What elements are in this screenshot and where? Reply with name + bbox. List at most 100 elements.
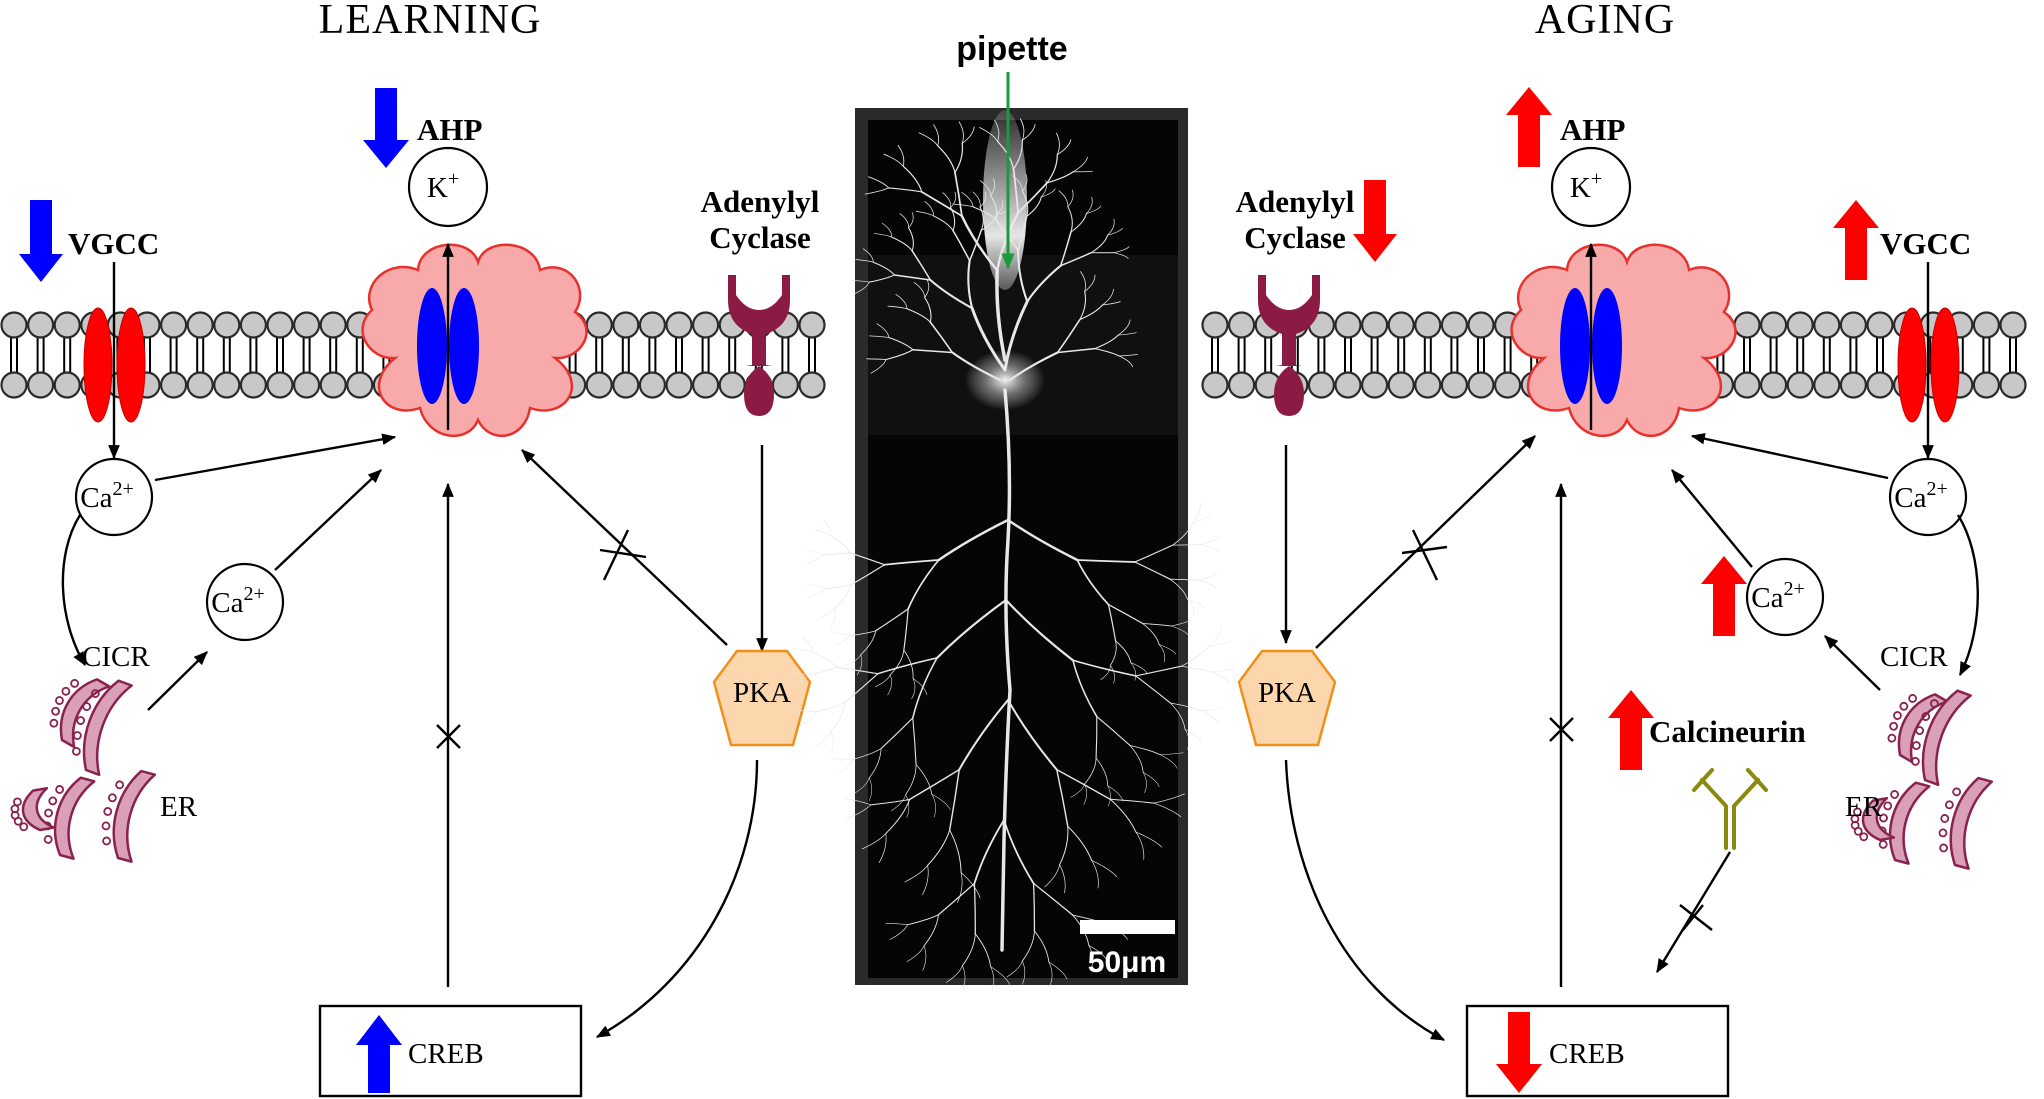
membrane-right-lipid-head xyxy=(1414,311,1442,339)
ahp-decrease-arrow-left xyxy=(363,88,409,168)
pka-to-ahp-arrow-right xyxy=(1315,435,1536,649)
membrane-left-lipid-head xyxy=(160,311,188,339)
membrane-right-lipid-head xyxy=(1360,311,1389,339)
calcineurin-block-tick-a xyxy=(1679,904,1713,931)
pka-to-ahp-arrow-left xyxy=(521,449,728,646)
k-ion-right: K+ xyxy=(1550,146,1632,228)
membrane-left-lipid-head xyxy=(160,371,188,399)
membrane-right-lipid-head xyxy=(1786,371,1814,399)
membrane-left-lipid-head xyxy=(612,311,640,339)
ca-ion-right-middle-charge: 2+ xyxy=(1783,578,1804,600)
membrane-left-lipid-head xyxy=(319,311,347,339)
membrane-right-lipid-head xyxy=(1813,311,1841,339)
er-cisterna xyxy=(49,678,111,749)
adenylyl-cyclase-right xyxy=(1258,275,1320,416)
vgcc-label-right: VGCC xyxy=(1880,226,1971,261)
ca-ion-right-middle-symbol: Ca xyxy=(1751,582,1783,614)
ca-ion-left-top-symbol: Ca xyxy=(80,482,112,514)
k-ion-left-charge: + xyxy=(448,168,459,190)
scale-label: 50μm xyxy=(1088,946,1166,979)
membrane-right-lipid-head xyxy=(1467,311,1495,339)
scale-bar xyxy=(1080,920,1175,934)
membrane-left-lipid-head xyxy=(53,371,81,399)
er-cisterna xyxy=(101,769,157,863)
ca-to-ahp-arrow-right-2 xyxy=(1671,469,1753,568)
er-cisterna xyxy=(42,776,96,860)
membrane-right-lipid-head xyxy=(1467,371,1495,399)
er-to-ca-arrow-right xyxy=(1824,635,1881,691)
membrane-left-lipid-head xyxy=(319,371,347,399)
creb-block-cross-left-b xyxy=(436,724,461,749)
membrane-right-lipid-head xyxy=(1227,311,1256,339)
scale-value: 50 xyxy=(1088,946,1121,979)
vgcc-label-left: VGCC xyxy=(68,226,159,261)
svg-text:K+: K+ xyxy=(1570,168,1602,204)
membrane-right-lipid-head xyxy=(1759,311,1788,339)
membrane-left-lipid-head xyxy=(718,371,746,399)
membrane-right-lipid-head xyxy=(1972,311,2001,339)
er-label-right: ER xyxy=(1845,791,1883,823)
creb-decrease-arrow-right xyxy=(1496,1012,1542,1093)
membrane-right-lipid-head xyxy=(1334,371,1362,399)
calcineurin-molecule xyxy=(1692,768,1768,850)
ca-to-ahp-arrow-right-1 xyxy=(1690,432,1889,480)
membrane-left-lipid-head xyxy=(0,371,28,399)
membrane-left-lipid-head xyxy=(771,371,800,399)
ca-ion-left-top-charge: 2+ xyxy=(112,478,133,500)
pka-block-bar-left xyxy=(599,548,647,559)
pka-label-right: PKA xyxy=(1258,677,1316,709)
ahp-label-right: AHP xyxy=(1560,112,1626,147)
membrane-right-lipid-head xyxy=(1866,371,1894,399)
membrane-right-lipid-head xyxy=(1387,311,1415,339)
svg-text:K+: K+ xyxy=(427,168,459,204)
k-ion-right-symbol: K xyxy=(1570,172,1591,204)
svg-text:Ca2+: Ca2+ xyxy=(211,583,265,619)
creb-increase-arrow-left xyxy=(356,1015,402,1093)
ca-ion-left-middle-charge: 2+ xyxy=(243,583,264,605)
pka-label-left: PKA xyxy=(733,677,791,709)
ca-to-cicr-arrow-left xyxy=(61,514,87,667)
membrane-left-lipid-head xyxy=(665,371,693,399)
membrane-right-lipid-head xyxy=(1201,371,1229,399)
membrane-left-lipid-head xyxy=(798,371,826,399)
vgcc-decrease-arrow-left xyxy=(19,200,63,282)
membrane-right-lipid-head xyxy=(1733,371,1761,399)
membrane-left-lipid-head xyxy=(638,371,667,399)
membrane-left-lipid-head xyxy=(213,371,241,399)
membrane-right-lipid-head xyxy=(1786,311,1814,339)
membrane-right-lipid-head xyxy=(1227,371,1256,399)
pka-node-left xyxy=(712,649,812,747)
pka-to-creb-arrow-right xyxy=(1284,759,1446,1042)
er-label-left: ER xyxy=(160,791,198,823)
pka-node-right xyxy=(1237,649,1337,747)
scale-unit: μm xyxy=(1121,946,1166,979)
k-ion-left-symbol: K xyxy=(427,172,448,204)
cicr-label-right: CICR xyxy=(1880,641,1948,673)
pka-to-creb-arrow-left xyxy=(595,759,759,1039)
adenylyl-decrease-arrow-right xyxy=(1353,180,1397,262)
membrane-right-lipid-head xyxy=(1334,311,1362,339)
pka-block-bar-right xyxy=(1401,545,1448,555)
membrane-left-lipid-head xyxy=(691,311,720,339)
membrane-left-lipid-head xyxy=(26,371,55,399)
membrane-left-lipid-head xyxy=(266,371,294,399)
creb-label-right: CREB xyxy=(1549,1038,1625,1070)
er-right xyxy=(1850,689,1994,870)
membrane-left-lipid-head xyxy=(346,371,374,399)
membrane-right-lipid-head xyxy=(1440,371,1469,399)
membrane-left-lipid-head xyxy=(665,311,693,339)
adenylyl-cyclase-left xyxy=(728,275,790,416)
er-to-ca-arrow-left xyxy=(147,651,208,711)
ca-ion-right-top-charge: 2+ xyxy=(1926,478,1947,500)
membrane-left-lipid-head xyxy=(266,311,294,339)
k-ion-right-charge: + xyxy=(1591,168,1602,190)
ahp-label-left: AHP xyxy=(417,112,483,147)
membrane-left-lipid-head xyxy=(239,371,267,399)
membrane-left-lipid-head xyxy=(53,311,81,339)
ca-to-cicr-arrow-right xyxy=(1956,514,1979,677)
ca-to-ahp-arrow-left-1 xyxy=(154,433,397,482)
ahp-channel-right xyxy=(1510,243,1737,438)
k-ion-left: K+ xyxy=(407,146,489,228)
er-cisterna xyxy=(10,786,56,832)
